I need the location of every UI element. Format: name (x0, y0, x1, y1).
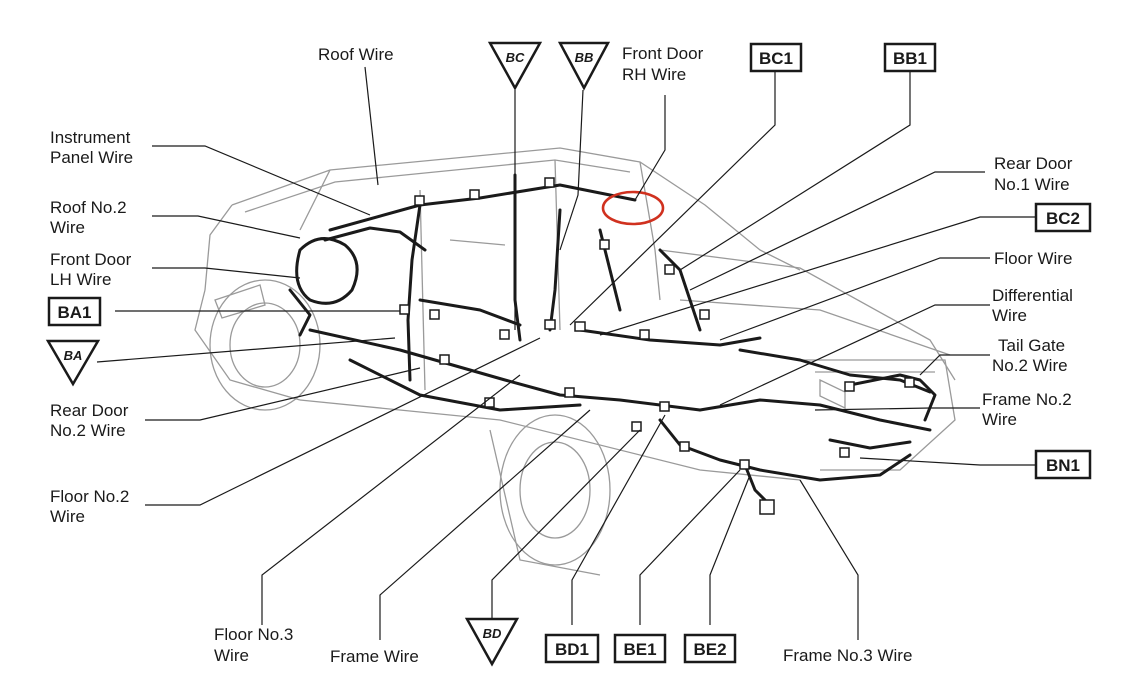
harness-connectors (399, 177, 915, 515)
connector-box-bc1-text: BC1 (759, 49, 793, 68)
label-floor-no3-wire-line2: Wire (214, 646, 249, 665)
connector-triangle-bd: BD (464, 617, 520, 667)
label-roof-wire: Roof Wire (318, 45, 394, 64)
label-tail-gate-no2-wire-line2: No.2 Wire (992, 356, 1068, 375)
connector-triangle-bc-text: BC (506, 50, 525, 65)
label-floor-wire: Floor Wire (994, 249, 1072, 268)
vehicle-outline (194, 147, 956, 576)
connector-triangle-bb-text: BB (575, 50, 594, 65)
label-differential-wire-line2: Wire (992, 306, 1027, 325)
label-floor-no2-wire-line2: Wire (50, 507, 85, 526)
label-frame-no2-wire-line1: Frame No.2 (982, 390, 1072, 409)
label-front-door-rh-wire-line1: Front Door (622, 44, 704, 63)
wire-harness (288, 173, 937, 507)
label-frame-wire: Frame Wire (330, 647, 419, 666)
connector-box-bb1-text: BB1 (893, 49, 927, 68)
label-instrument-panel-wire-line1: Instrument (50, 128, 131, 147)
leader-lines (96, 66, 1035, 640)
label-floor-no2-wire-line1: Floor No.2 (50, 487, 129, 506)
connector-triangle-bc: BC (487, 41, 543, 91)
label-differential-wire-line1: Differential (992, 286, 1073, 305)
connector-box-be2: BE2 (683, 633, 737, 664)
label-floor-no3-wire-line1: Floor No.3 (214, 625, 293, 644)
connector-box-bb1: BB1 (883, 42, 937, 73)
label-rear-door-no2-wire-line1: Rear Door (50, 401, 129, 420)
connector-triangle-bb: BB (557, 41, 611, 91)
highlight-circle (601, 190, 665, 226)
connector-triangle-bd-text: BD (483, 626, 502, 641)
label-front-door-rh-wire-line2: RH Wire (622, 65, 686, 84)
label-rear-door-no1-wire-line2: No.1 Wire (994, 175, 1070, 194)
boxed-connector-labels: BA1 BC1 BB1 BC2 BN1 BD1 BE1 BE2 (47, 42, 1092, 664)
label-front-door-lh-wire-line1: Front Door (50, 250, 132, 269)
connector-box-bd1-text: BD1 (555, 640, 589, 659)
label-roof-no2-wire-line1: Roof No.2 (50, 198, 127, 217)
triangle-connector-labels: BC BB BA BD (45, 41, 611, 667)
connector-box-bn1: BN1 (1034, 449, 1092, 480)
connector-box-ba1-text: BA1 (57, 303, 91, 322)
label-rear-door-no2-wire-line2: No.2 Wire (50, 421, 126, 440)
label-instrument-panel-wire-line2: Panel Wire (50, 148, 133, 167)
connector-box-be2-text: BE2 (693, 640, 726, 659)
label-front-door-lh-wire-line2: LH Wire (50, 270, 111, 289)
connector-box-be1: BE1 (613, 633, 667, 664)
label-roof-no2-wire-line2: Wire (50, 218, 85, 237)
connector-box-be1-text: BE1 (623, 640, 656, 659)
connector-box-bn1-text: BN1 (1046, 456, 1080, 475)
connector-box-bc2: BC2 (1034, 202, 1092, 233)
connector-box-ba1: BA1 (47, 296, 102, 327)
connector-box-bd1: BD1 (544, 633, 600, 664)
connector-box-bc2-text: BC2 (1046, 209, 1080, 228)
connector-box-bc1: BC1 (749, 42, 803, 73)
label-tail-gate-no2-wire-line1: Tail Gate (998, 336, 1065, 355)
label-frame-no3-wire: Frame No.3 Wire (783, 646, 912, 665)
connector-triangle-ba-text: BA (64, 348, 83, 363)
label-rear-door-no1-wire-line1: Rear Door (994, 154, 1073, 173)
connector-triangle-ba: BA (45, 339, 101, 387)
wire-labels: Roof Wire Instrument Panel Wire Roof No.… (50, 44, 1073, 666)
label-frame-no2-wire-line2: Wire (982, 410, 1017, 429)
